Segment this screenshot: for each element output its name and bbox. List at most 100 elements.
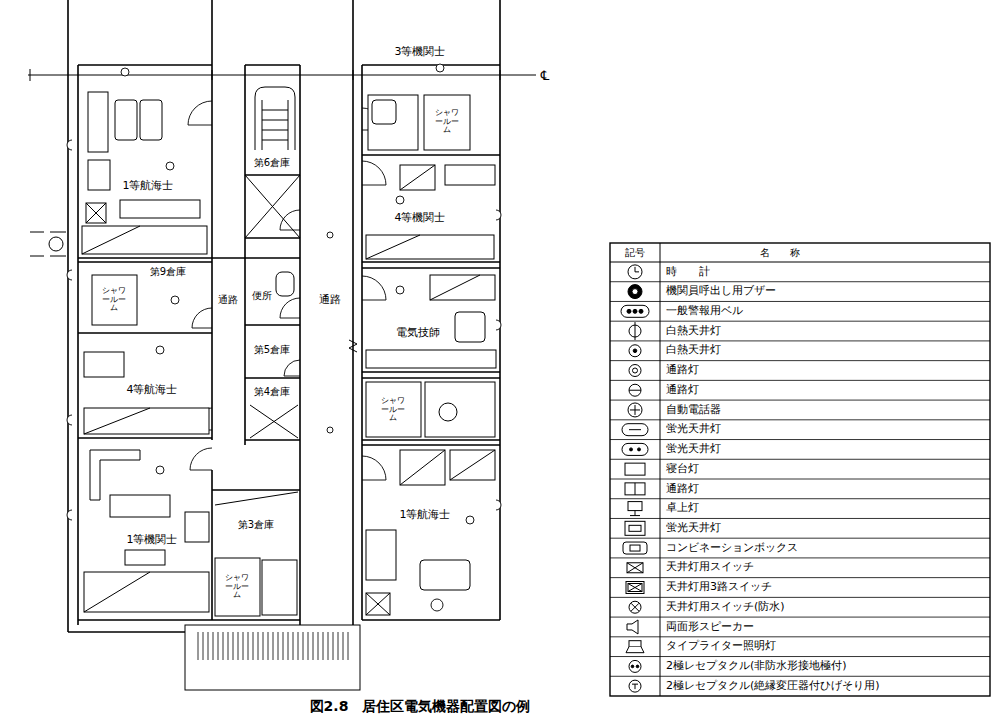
furniture — [84, 352, 124, 377]
reference-line — [28, 69, 536, 81]
door-swing — [192, 308, 212, 328]
stairway — [308, 632, 309, 660]
table-rule — [610, 439, 990, 440]
furniture — [430, 275, 480, 300]
legend-item: 両面形スピーカー — [666, 621, 754, 634]
legend-symbol — [627, 620, 638, 634]
fixture-symbol — [327, 427, 333, 433]
legend-symbol — [627, 563, 643, 573]
table-rule — [610, 617, 990, 618]
legend-text: 通路灯 — [666, 482, 699, 495]
furniture — [84, 408, 209, 434]
stairway — [228, 632, 229, 660]
furniture — [420, 560, 470, 590]
stairway — [238, 632, 239, 660]
legend-symbol — [626, 647, 644, 653]
room-note: シャワールーム — [221, 574, 253, 600]
furniture — [400, 450, 445, 485]
legend-item: 通路灯 — [666, 384, 699, 397]
legend-symbol — [630, 545, 640, 551]
legend-symbol — [629, 680, 641, 692]
legend-symbol — [631, 603, 639, 611]
legend-symbol — [625, 483, 645, 495]
furniture — [82, 87, 496, 616]
furniture — [185, 512, 209, 542]
room-name: 通路 — [218, 294, 238, 306]
furniture — [439, 403, 457, 421]
furniture — [445, 165, 495, 185]
legend-text: 両面形スピーカー — [666, 620, 754, 633]
table-rule — [610, 243, 990, 696]
legend-symbol — [635, 271, 639, 272]
room-label: 1等航海士 — [121, 179, 176, 194]
stairway — [313, 632, 314, 660]
table-rule — [610, 301, 990, 302]
room-name: 1等航海士 — [400, 509, 451, 522]
furniture — [125, 550, 165, 565]
furniture — [88, 92, 108, 152]
furniture — [366, 382, 421, 437]
furniture — [372, 100, 396, 124]
table-rule — [610, 419, 990, 420]
legend-symbol — [631, 665, 634, 668]
fixture-symbol — [431, 599, 443, 611]
stairway — [223, 632, 224, 660]
room-label: 4等航海士 — [125, 383, 180, 398]
legend-item: 時 計 — [666, 266, 710, 279]
figure-caption: 図2.8 居住区電気機器配置図の例 — [310, 698, 531, 714]
table-rule — [610, 557, 990, 558]
room-label: 電気技師 — [394, 326, 442, 341]
table-rule — [610, 281, 990, 282]
centerline-mark: ℄ — [539, 69, 551, 84]
legend-symbol — [629, 345, 641, 357]
legend-item: 通路灯 — [666, 483, 699, 496]
furniture — [82, 226, 207, 254]
legend-symbol — [638, 448, 641, 451]
stairway — [208, 632, 209, 660]
legend-symbol — [629, 601, 641, 613]
legend-item: 蛍光天井灯 — [666, 522, 721, 535]
legend-symbol — [629, 429, 641, 430]
door-swing — [188, 101, 212, 125]
door-swing — [188, 101, 386, 480]
wall — [68, 0, 500, 632]
legend-text: 天井灯用スイッチ(防水) — [666, 600, 785, 613]
table-rule — [610, 340, 990, 341]
legend-symbol — [628, 265, 642, 279]
fixture-symbol — [156, 346, 164, 354]
furniture — [115, 100, 137, 140]
stairway — [298, 632, 299, 660]
legend-symbol — [625, 521, 645, 535]
legend-symbol — [628, 265, 642, 279]
fixture-symbol — [67, 64, 501, 611]
room-name: 1等機関士 — [127, 534, 178, 547]
stairway — [203, 632, 204, 660]
door-swing — [362, 456, 386, 480]
furniture — [450, 450, 495, 480]
room-name: 第5倉庫 — [254, 344, 290, 356]
stairway — [258, 632, 259, 660]
legend-symbol — [629, 345, 641, 357]
door-swing — [362, 276, 386, 300]
fixture-symbol — [436, 64, 444, 72]
legend-text: 蛍光天井灯 — [666, 422, 721, 435]
fixture-symbol — [466, 516, 474, 524]
furniture — [349, 340, 357, 352]
legend-symbol — [623, 542, 647, 554]
wall — [78, 258, 300, 620]
room-name: 第3倉庫 — [238, 519, 274, 531]
room-label: 4等機関士 — [393, 211, 448, 226]
fixture-symbol — [396, 286, 404, 294]
legend-item: 一般警報用ベル — [666, 305, 743, 318]
legend-item: 白熱天井灯 — [666, 344, 721, 357]
legend-symbol — [628, 285, 642, 299]
stairway — [343, 632, 344, 660]
furniture — [84, 408, 150, 434]
legend-text: 天井灯用スイッチ — [666, 560, 754, 573]
room-note: シャワールーム — [431, 109, 463, 135]
legend-symbol — [626, 641, 644, 653]
room-label: 1等機関士 — [125, 533, 180, 548]
furniture — [366, 593, 390, 615]
